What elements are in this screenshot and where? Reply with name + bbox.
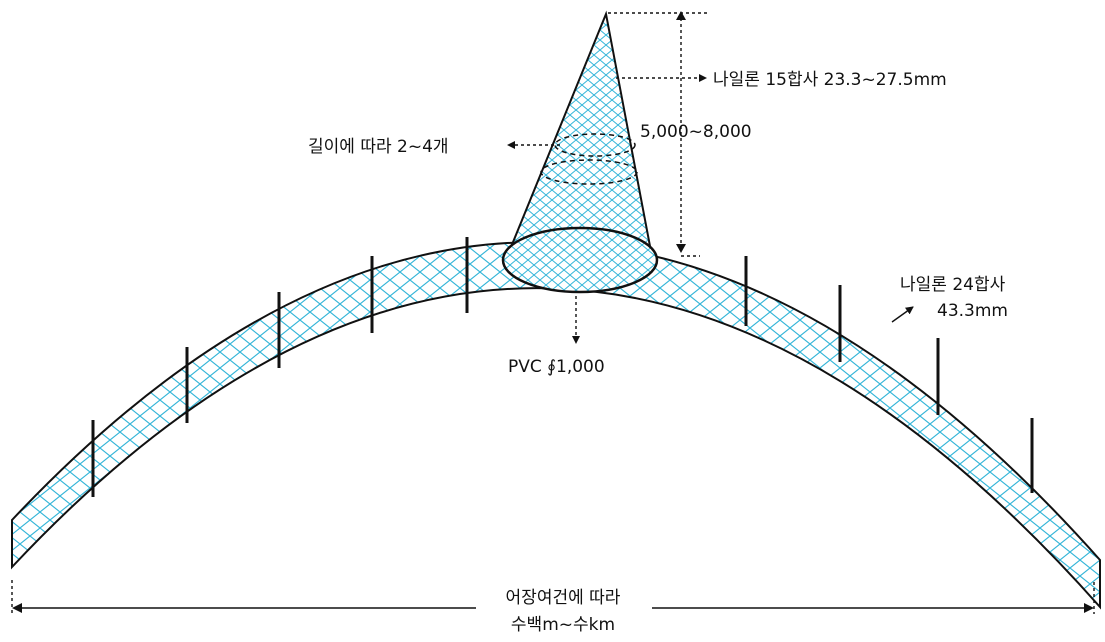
band-separators <box>91 237 1034 497</box>
top-net-spec-label: 나일론 15합사 23.3~27.5mm <box>713 70 947 90</box>
cone-ring <box>554 133 636 157</box>
main-net-band <box>11 241 1101 610</box>
main-net-spec-label-line1: 나일론 24합사 <box>900 275 1006 295</box>
leader-arrows <box>507 74 914 344</box>
main-net-spec-label-line2: 43.3mm <box>937 301 1008 321</box>
height-dimension <box>608 11 708 257</box>
span-label-line2: 수백m~수km <box>511 615 615 635</box>
span-arrow-left-icon <box>12 603 22 613</box>
height-arrow-up-icon <box>676 11 686 20</box>
cone-ring <box>540 159 638 185</box>
span-dimension <box>11 580 1095 614</box>
pvc-pipe-spec-label: PVC ∮1,000 <box>508 357 605 377</box>
ring-count-label: 길이에 따라 2~4개 <box>308 137 449 157</box>
pvc-pipe-ring <box>501 226 659 294</box>
main-net-leader <box>891 306 914 323</box>
height-range-label: 5,000~8,000 <box>640 122 752 142</box>
height-arrow-down-icon <box>676 244 686 253</box>
span-label-line1: 어장여건에 따라 <box>506 588 621 608</box>
span-arrow-right-icon <box>1084 603 1094 613</box>
